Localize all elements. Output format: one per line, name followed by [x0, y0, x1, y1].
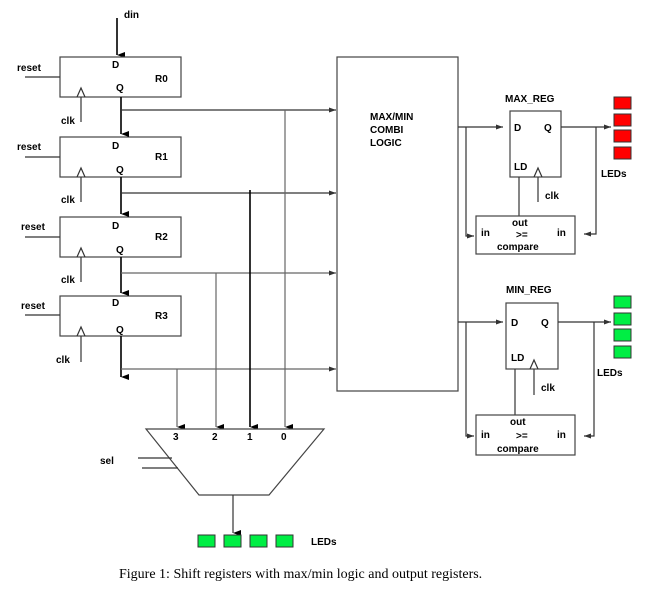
- max-compare-in-left-wire: [465, 127, 474, 239]
- max-compare-op: >=: [516, 230, 528, 241]
- r1-clk-label: clk: [61, 195, 75, 206]
- register-r1: D R1 Q reset clk: [17, 136, 182, 206]
- combi-line3: LOGIC: [370, 138, 402, 149]
- r2-d-label: D: [112, 221, 119, 232]
- figure-caption: Figure 1: Shift registers with max/min l…: [119, 567, 482, 582]
- min-led-3: [613, 295, 632, 309]
- max-leds-label: LEDs: [601, 169, 627, 180]
- max-compare-in-right-wire: [584, 127, 597, 237]
- combi-line1: MAX/MIN: [370, 112, 413, 123]
- min-led-0: [613, 345, 632, 359]
- max-led-2: [613, 113, 632, 127]
- max-reg-clk-label: clk: [545, 191, 559, 202]
- max-compare-out: out: [512, 218, 528, 229]
- min-leds-label: LEDs: [597, 368, 623, 379]
- min-led-1: [613, 328, 632, 342]
- mux-led-0: [275, 534, 294, 548]
- max-compare-in-left: in: [481, 228, 490, 239]
- register-r2: D R2 Q reset clk: [21, 216, 182, 286]
- r2-clock-icon: [76, 246, 86, 258]
- max-reg-ld: LD: [514, 162, 527, 173]
- r3-reset-label: reset: [21, 301, 46, 312]
- register-r0: D R0 Q reset clk: [17, 56, 182, 127]
- max-reg-d: D: [514, 123, 521, 134]
- r0-name: R0: [155, 74, 168, 85]
- register-r3: D R3 Q reset clk: [21, 295, 182, 366]
- min-compare-out: out: [510, 417, 526, 428]
- r0-clock-icon: [76, 86, 86, 98]
- r1-clock-icon: [76, 166, 86, 178]
- mux-input-1-label: 1: [247, 432, 253, 443]
- mux-led-3: [197, 534, 216, 548]
- max-reg-q: Q: [544, 123, 552, 134]
- r2-q-label: Q: [116, 245, 124, 256]
- max-reg-clock-icon: [533, 166, 543, 178]
- max-reg-section: MAX_REG D Q LD clk out in >= in compare …: [458, 94, 632, 255]
- r0-d-label: D: [112, 60, 119, 71]
- r1-q-label: Q: [116, 165, 124, 176]
- r1-d-label: D: [112, 141, 119, 152]
- min-compare-name: compare: [497, 444, 539, 455]
- r1-name: R1: [155, 152, 168, 163]
- mux: 3 2 1 0 sel LEDs: [100, 428, 337, 548]
- min-compare-in-left-wire: [465, 322, 474, 439]
- mux-input-3-label: 3: [173, 432, 179, 443]
- r0-clk-label: clk: [61, 116, 75, 127]
- min-reg-section: MIN_REG D Q LD clk out in >= in compare …: [458, 285, 632, 456]
- mux-sel-label: sel: [100, 456, 114, 467]
- mux-input-2-label: 2: [212, 432, 218, 443]
- mux-led-1: [249, 534, 268, 548]
- min-compare-in-right-wire: [584, 322, 595, 439]
- max-led-1: [613, 129, 632, 143]
- din-label: din: [124, 10, 139, 21]
- min-compare-in-left: in: [481, 430, 490, 441]
- r0-q-label: Q: [116, 83, 124, 94]
- r2-reset-label: reset: [21, 222, 46, 233]
- combi-logic-block: MAX/MIN COMBI LOGIC: [336, 56, 459, 392]
- min-compare-op: >=: [516, 431, 528, 442]
- min-reg-d: D: [511, 318, 518, 329]
- mux-leds-label: LEDs: [311, 537, 337, 548]
- min-reg-title: MIN_REG: [506, 285, 552, 296]
- max-led-3: [613, 96, 632, 110]
- r0-reset-label: reset: [17, 63, 42, 74]
- r3-q-label: Q: [116, 325, 124, 336]
- max-compare-in-right: in: [557, 228, 566, 239]
- max-compare-name: compare: [497, 242, 539, 253]
- r3-d-label: D: [112, 298, 119, 309]
- r3-clock-icon: [76, 325, 86, 337]
- max-led-0: [613, 146, 632, 160]
- r2-clk-label: clk: [61, 275, 75, 286]
- mux-led-2: [223, 534, 242, 548]
- combi-line2: COMBI: [370, 125, 404, 136]
- min-reg-clock-icon: [529, 358, 539, 370]
- min-reg-clk-label: clk: [541, 383, 555, 394]
- r3-clk-label: clk: [56, 355, 70, 366]
- mux-input-0-label: 0: [281, 432, 287, 443]
- min-reg-ld: LD: [511, 353, 524, 364]
- min-reg-q: Q: [541, 318, 549, 329]
- r1-reset-label: reset: [17, 142, 42, 153]
- min-compare-in-right: in: [557, 430, 566, 441]
- r2-name: R2: [155, 232, 168, 243]
- min-led-2: [613, 312, 632, 326]
- r3-name: R3: [155, 311, 168, 322]
- max-reg-title: MAX_REG: [505, 94, 555, 105]
